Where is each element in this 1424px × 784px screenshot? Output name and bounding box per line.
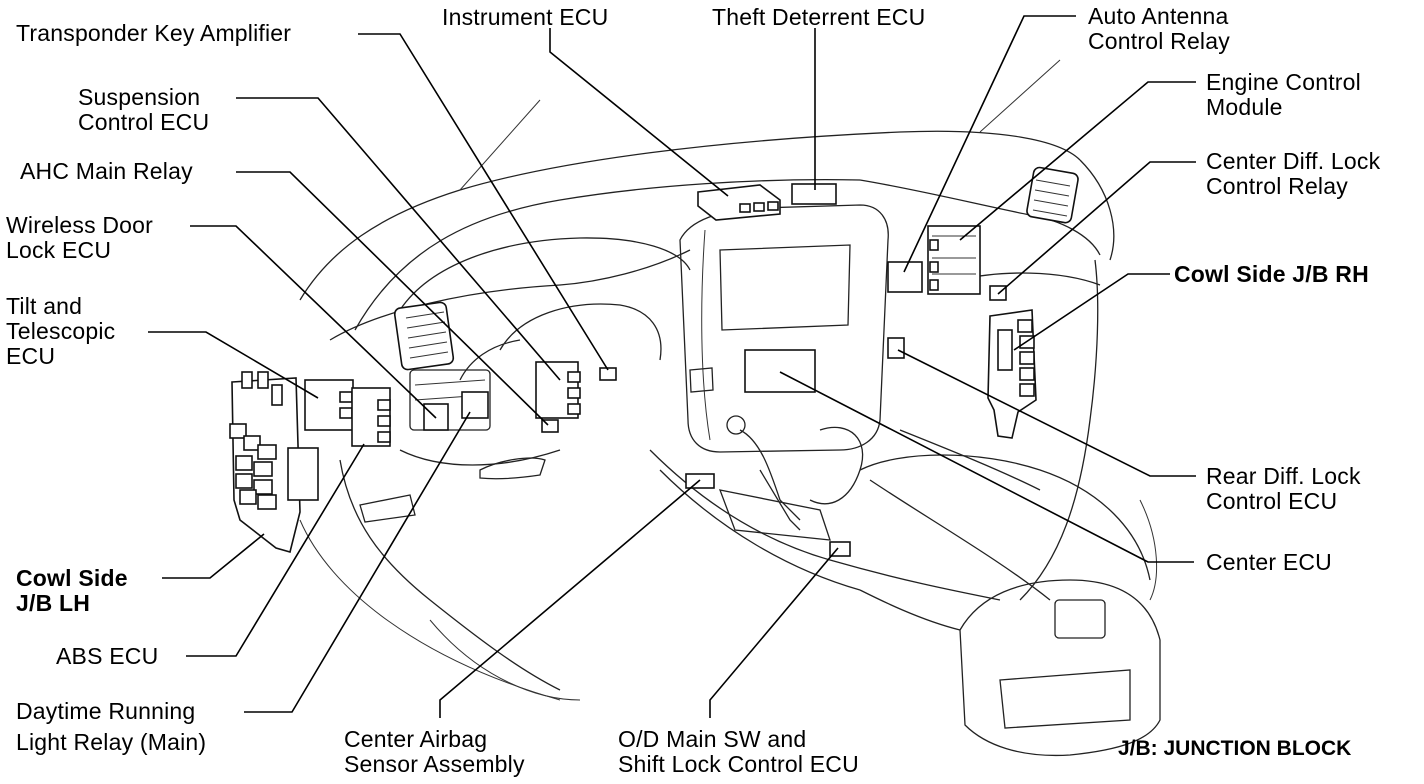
leader-wireless [190,225,437,419]
leader-daytime [244,411,471,713]
label-transponder-key-amplifier: Transponder Key Amplifier [16,20,292,46]
label-center-ecu: Center ECU [1206,549,1332,575]
components [229,183,1037,557]
leader-od [709,547,839,718]
leader-rear-diff [897,349,1196,477]
leader-abs [186,443,365,657]
label-cowl-side-jb-rh: Cowl Side J/B RH [1174,261,1369,287]
label-theft-deterrent-ecu: Theft Deterrent ECU [712,4,926,30]
label-instrument-ecu: Instrument ECU [442,4,609,30]
leader-instrument [549,28,729,197]
leader-cowl-rh [1013,273,1170,351]
leader-airbag [439,479,701,718]
leader-center-diff [997,161,1196,295]
leader-suspension [236,97,561,381]
leader-ahc [236,171,549,426]
leader-engine [959,81,1196,241]
leader-transponder [358,33,609,371]
label-abs-ecu: ABS ECU [56,643,159,669]
leader-antenna [903,15,1076,273]
leader-center-ecu [779,371,1194,563]
junction-block-note: J/B: JUNCTION BLOCK [1118,737,1352,760]
leader-lines [148,15,1196,718]
dashboard-sketch [299,59,1161,757]
label-ahc-main-relay: AHC Main Relay [20,158,193,184]
leader-tilt [148,331,319,399]
leader-cowl-lh [162,533,265,579]
